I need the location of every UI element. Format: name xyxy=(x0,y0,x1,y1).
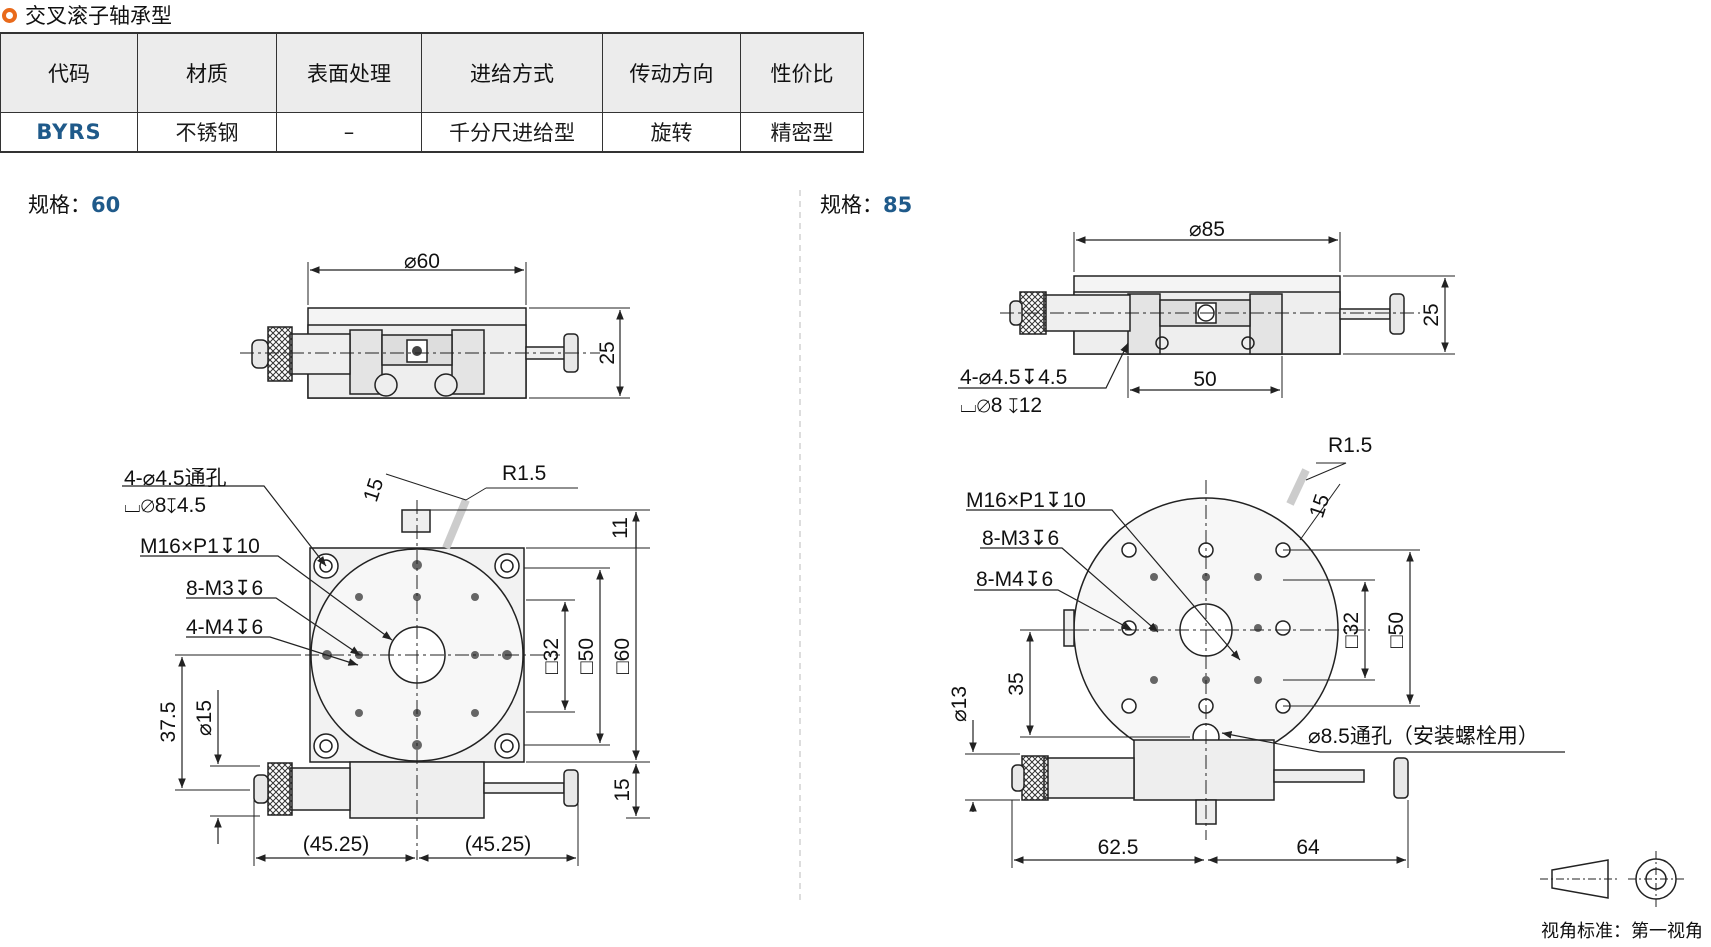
dim60-left-half: (45.25) xyxy=(303,833,370,856)
dim85-thread-m3: 8-M3↧6 xyxy=(982,527,1059,550)
dim60-thread-m16: M16×P1↧10 xyxy=(140,535,260,558)
dim85-holes-cbore: ⌴⌀8 ↧12 xyxy=(960,394,1042,417)
dim85-dia: ⌀85 xyxy=(1189,218,1225,241)
col-surface: 表面处理 xyxy=(276,32,422,113)
col-drive: 传动方向 xyxy=(602,32,741,113)
cell-material: 不锈钢 xyxy=(137,112,277,153)
dim85-right: 64 xyxy=(1296,836,1320,859)
dim60-radius: R1.5 xyxy=(502,462,546,485)
size-label-60: 规格：60 xyxy=(28,193,121,217)
view60-side xyxy=(240,262,630,399)
projection-footnote: 视角标准：第一视角 xyxy=(1541,921,1703,942)
dim85-sq32: □32 xyxy=(1340,612,1363,648)
cell-surface: – xyxy=(276,112,422,153)
section-header: 交叉滚子轴承型 xyxy=(2,0,172,30)
spec-data-row: BYRS 不锈钢 – 千分尺进给型 旋转 精密型 xyxy=(0,112,864,153)
dim60-375: 37.5 xyxy=(157,702,180,743)
dim60-15: 15 xyxy=(611,778,634,801)
dim85-50: 50 xyxy=(1193,368,1216,391)
dim60-holes-through: 4-⌀4.5通孔 xyxy=(124,467,227,490)
dim85-thread-m4: 8-M4↧6 xyxy=(976,568,1053,591)
dim85-thread-m16: M16×P1↧10 xyxy=(966,489,1086,512)
dim85-angle: 15 xyxy=(1305,491,1334,520)
spec-table: 代码 材质 表面处理 进给方式 传动方向 性价比 BYRS 不锈钢 – 千分尺进… xyxy=(0,32,864,153)
cell-value: 精密型 xyxy=(740,112,864,153)
dim85-height: 25 xyxy=(1420,303,1443,326)
col-material: 材质 xyxy=(137,32,277,113)
section-title: 交叉滚子轴承型 xyxy=(25,4,172,28)
size-label-85: 规格：85 xyxy=(820,193,913,217)
cell-code: BYRS xyxy=(0,112,138,153)
col-value: 性价比 xyxy=(740,32,864,113)
view85-side xyxy=(958,232,1455,398)
dim60-height: 25 xyxy=(596,341,619,364)
dim60-dia: ⌀60 xyxy=(404,250,440,273)
dim60-right-half: (45.25) xyxy=(465,833,532,856)
col-code: 代码 xyxy=(0,32,138,113)
dim60-sq50: □50 xyxy=(575,638,598,674)
dim85-mount-hole: ⌀8.5通孔（安装螺栓用） xyxy=(1308,725,1539,748)
dim85-radius: R1.5 xyxy=(1328,434,1372,457)
dim85-sq50: □50 xyxy=(1385,612,1408,648)
dim60-angle: 15 xyxy=(359,475,388,504)
dim60-holes-cbore: ⌴⌀8↧4.5 xyxy=(124,494,206,517)
dim85-dia13: ⌀13 xyxy=(948,686,971,722)
first-angle-projection-icon xyxy=(1540,851,1684,907)
bullet-ring-icon xyxy=(2,7,17,23)
view85-plan xyxy=(965,462,1565,868)
cell-feed: 千分尺进给型 xyxy=(421,112,603,153)
dim85-35: 35 xyxy=(1005,672,1028,695)
dim60-11: 11 xyxy=(609,517,632,539)
spec-header-row: 代码 材质 表面处理 进给方式 传动方向 性价比 xyxy=(0,32,864,113)
cell-drive: 旋转 xyxy=(602,112,741,153)
dim85-left: 62.5 xyxy=(1098,836,1139,859)
dim85-holes-through: 4-⌀4.5↧4.5 xyxy=(960,366,1067,389)
dim60-thread-m3: 8-M3↧6 xyxy=(186,577,263,600)
dim60-dia15: ⌀15 xyxy=(193,700,216,736)
dim60-sq32: □32 xyxy=(540,638,563,674)
dim60-thread-m4: 4-M4↧6 xyxy=(186,616,263,639)
view60-plan xyxy=(122,473,650,866)
dim60-sq60: □60 xyxy=(611,638,634,674)
